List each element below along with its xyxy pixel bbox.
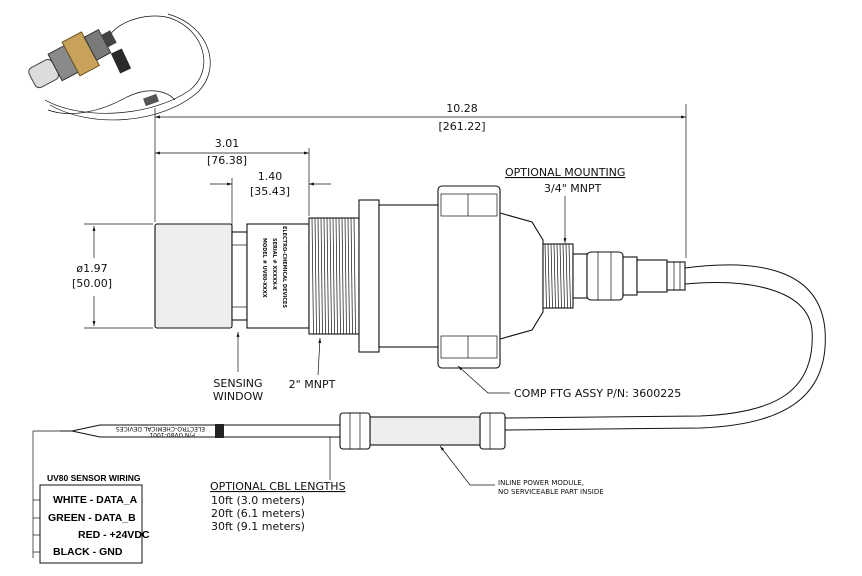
thread-line [350, 217, 353, 335]
wiring-legend: UV80 SENSOR WIRING WHITE - DATA_A GREEN … [32, 430, 150, 564]
thread-line [553, 243, 556, 309]
thread-line [347, 217, 350, 335]
thread-line [320, 217, 323, 335]
label-serial: SERIAL # XXXXX-X [271, 238, 277, 290]
inline-power-module [339, 412, 506, 450]
optional-mounting-title: OPTIONAL MOUNTING [505, 166, 625, 179]
mounting-thread-label: 3/4" MNPT [544, 182, 602, 195]
inline-module-line1: INLINE POWER MODULE, [498, 479, 584, 487]
thread-line [317, 217, 320, 335]
thread-line [338, 217, 341, 335]
dim-body-value: 3.01 [215, 137, 240, 150]
thread-line [550, 243, 553, 309]
callout-sensing-window: SENSING WINDOW [213, 332, 263, 403]
thread-line [314, 217, 317, 335]
dim-diameter-mm: [50.00] [72, 277, 112, 290]
thread-line [547, 243, 550, 309]
wiring-box [39, 484, 143, 564]
dim-overall: 10.28 [261.22] [154, 102, 687, 258]
thread-line [556, 243, 559, 309]
inline-module-line2: NO SERVICEABLE PART INSIDE [498, 488, 604, 496]
cable-length-20: 20ft (6.1 meters) [211, 507, 305, 520]
thread-line [323, 217, 326, 335]
thread-line [353, 217, 356, 335]
thread-line [326, 217, 329, 335]
comp-fitting [437, 185, 501, 369]
callout-mounting: OPTIONAL MOUNTING 3/4" MNPT [505, 166, 625, 243]
wire-black: BLACK - GND [53, 546, 123, 558]
dim-window: 1.40 [35.43] [210, 170, 331, 230]
main-thread-label: 2" MNPT [289, 378, 336, 391]
dim-diameter: ø1.97 [50.00] [72, 223, 153, 329]
label-model: MODEL # UV80-XXXX [261, 238, 267, 298]
dim-window-mm: [35.43] [250, 185, 290, 198]
cable-lengths: OPTIONAL CBL LENGTHS 10ft (3.0 meters) 2… [210, 437, 346, 533]
dim-overall-value: 10.28 [446, 102, 478, 115]
thread-line [568, 243, 571, 309]
wire-white: WHITE - DATA_A [53, 494, 138, 506]
thread-line [344, 217, 347, 335]
thread-line [559, 243, 562, 309]
callout-inline-module: INLINE POWER MODULE, NO SERVICEABLE PART… [439, 445, 604, 496]
wire-green: GREEN - DATA_B [48, 512, 136, 524]
dim-overall-mm: [261.22] [438, 120, 485, 133]
cable-connector [586, 251, 624, 301]
wiring-title: UV80 SENSOR WIRING [47, 473, 141, 483]
sensing-window-line1: SENSING [213, 377, 262, 390]
dim-window-value: 1.40 [258, 170, 283, 183]
dim-body: 3.01 [76.38] [155, 137, 310, 216]
cable [504, 264, 826, 431]
thread-line [544, 243, 547, 309]
cable-lengths-title: OPTIONAL CBL LENGTHS [210, 480, 346, 493]
wire-red: RED - +24VDC [78, 529, 150, 541]
svg-text:P/N UV80-1001: P/N UV80-1001 [149, 431, 195, 438]
label-plate: MODEL # UV80-XXXX SERIAL # XXXXX-X ELECT… [261, 226, 287, 308]
thread-line [335, 217, 338, 335]
label-maker: ELECTRO-CHEMICAL DEVICES [281, 226, 287, 308]
dim-diameter-value: ø1.97 [76, 262, 107, 275]
cable-length-10: 10ft (3.0 meters) [211, 494, 305, 507]
cable-length-30: 30ft (9.1 meters) [211, 520, 305, 533]
comp-ftg-label: COMP FTG ASSY P/N: 3600225 [514, 387, 681, 400]
sensor-head [154, 223, 233, 329]
thread-line [565, 243, 568, 309]
thread-line [329, 217, 332, 335]
svg-text:ELECTRO-CHEMICAL DEVICES: ELECTRO-CHEMICAL DEVICES [116, 425, 205, 432]
sensor-body [154, 185, 686, 369]
thread-line [311, 217, 314, 335]
thread-line [332, 217, 335, 335]
callout-comp-ftg: COMP FTG ASSY P/N: 3600225 [457, 365, 681, 400]
label-section [246, 223, 310, 329]
dim-body-mm: [76.38] [207, 154, 247, 167]
thread-line [341, 217, 344, 335]
sensing-window-line2: WINDOW [213, 390, 263, 403]
product-photo [28, 13, 211, 121]
callout-main-thread: 2" MNPT [289, 337, 336, 391]
thread-line [562, 243, 565, 309]
